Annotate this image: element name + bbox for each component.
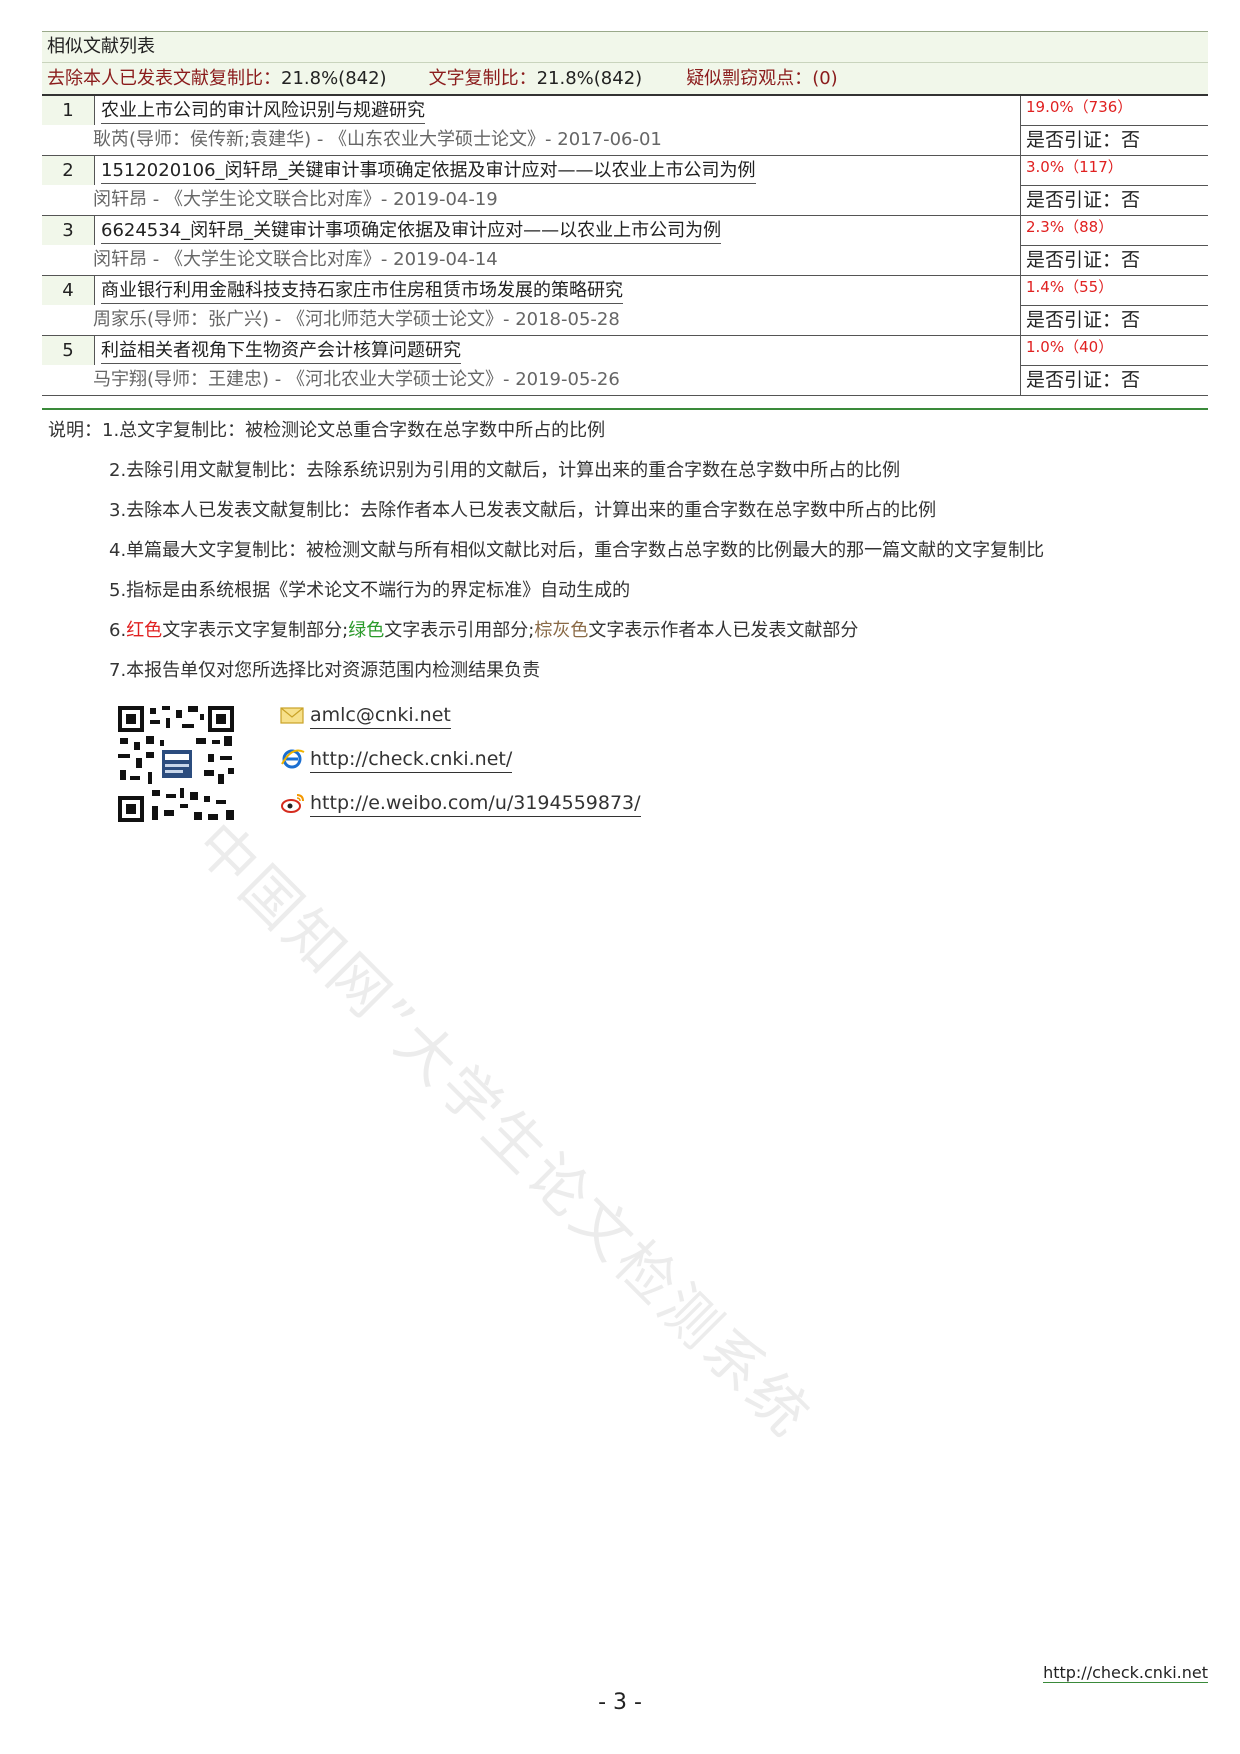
note-6-c: 文字表示作者本人已发表文献部分	[588, 620, 859, 641]
entry-percent: 1.0%（40）	[1020, 336, 1208, 365]
text-copy-value: 21.8%(842)	[536, 68, 643, 89]
note-4: 4.单篇最大文字复制比：被检测文献与所有相似文献比对后，重合字数占总字数的比例最…	[109, 540, 1045, 561]
entry-meta: 马宇翔(导师：王建忠) - 《河北农业大学硕士论文》- 2019-05-26	[93, 369, 620, 390]
excl-self-label: 去除本人已发表文献复制比：	[47, 68, 281, 89]
entry-title-link[interactable]: 利益相关者视角下生物资产会计核算问题研究	[101, 340, 461, 364]
section-divider	[42, 408, 1208, 410]
list-item: 4 商业银行利用金融科技支持石家庄市住房租赁市场发展的策略研究 1.4%（55）…	[42, 276, 1208, 336]
excl-self-value: 21.8%(842)	[281, 68, 387, 89]
entry-percent: 2.3%（88）	[1020, 216, 1208, 245]
note-6-brown: 棕灰色	[534, 620, 589, 641]
note-6-b: 文字表示引用部分;	[384, 620, 535, 641]
note-6: 6.红色文字表示文字复制部分;绿色文字表示引用部分;棕灰色文字表示作者本人已发表…	[42, 618, 1208, 658]
footer-url-link[interactable]: http://check.cnki.net	[1043, 1663, 1208, 1683]
stats-bar: 去除本人已发表文献复制比：21.8%(842)文字复制比：21.8%(842)疑…	[42, 62, 1208, 94]
entry-number: 3	[42, 216, 95, 245]
weibo-icon	[281, 794, 304, 813]
similar-literature-heading: 相似文献列表	[42, 31, 1208, 62]
watermark: 中国知网”大学生论文检测系统	[182, 809, 825, 1452]
mail-icon	[280, 707, 304, 724]
entry-cite-status: 是否引证：否	[1020, 185, 1208, 215]
note-7: 7.本报告单仅对您所选择比对资源范围内检测结果负责	[109, 660, 541, 681]
note-6-green: 绿色	[348, 620, 385, 641]
list-item: 5 利益相关者视角下生物资产会计核算问题研究 1.0%（40） 马宇翔(导师：王…	[42, 336, 1208, 396]
entry-cite-status: 是否引证：否	[1020, 245, 1208, 275]
entry-number: 2	[42, 156, 95, 185]
entry-title-link[interactable]: 农业上市公司的审计风险识别与规避研究	[101, 100, 425, 124]
entry-cite-status: 是否引证：否	[1020, 365, 1208, 395]
email-link[interactable]: amlc@cnki.net	[310, 704, 451, 729]
list-item: 2 1512020106_闵轩昂_关键审计事项确定依据及审计应对——以农业上市公…	[42, 156, 1208, 216]
page-number: - 3 -	[598, 1690, 642, 1715]
note-6-prefix: 6.	[109, 620, 127, 641]
ie-browser-icon	[281, 749, 305, 769]
website-link[interactable]: http://check.cnki.net/	[310, 748, 513, 773]
entry-meta: 闵轩昂 - 《大学生论文联合比对库》- 2019-04-19	[93, 189, 498, 210]
contact-links: amlc@cnki.net http://check.cnki.net/ htt…	[280, 704, 641, 836]
entry-meta: 周家乐(导师：张广兴) - 《河北师范大学硕士论文》- 2018-05-28	[93, 309, 620, 330]
website-row: http://check.cnki.net/	[280, 748, 641, 792]
weibo-link[interactable]: http://e.weibo.com/u/3194559873/	[310, 792, 641, 817]
entry-number: 4	[42, 276, 95, 305]
note-2: 2.去除引用文献复制比：去除系统识别为引用的文献后，计算出来的重合字数在总字数中…	[109, 460, 901, 481]
note-6-a: 文字表示文字复制部分;	[162, 620, 349, 641]
plagiarism-value: (0)	[812, 68, 838, 89]
entry-cite-status: 是否引证：否	[1020, 305, 1208, 335]
list-item: 1 农业上市公司的审计风险识别与规避研究 19.0%（736） 耿芮(导师：侯传…	[42, 96, 1208, 156]
note-1: 说明：1.总文字复制比：被检测论文总重合字数在总字数中所占的比例	[48, 420, 606, 441]
report-page: 相似文献列表 去除本人已发表文献复制比：21.8%(842)文字复制比：21.8…	[42, 31, 1208, 698]
note-3: 3.去除本人已发表文献复制比：去除作者本人已发表文献后，计算出来的重合字数在总字…	[109, 500, 937, 521]
entry-number: 1	[42, 96, 95, 125]
entry-meta: 闵轩昂 - 《大学生论文联合比对库》- 2019-04-14	[93, 249, 498, 270]
plagiarism-label: 疑似剽窃观点：	[686, 68, 813, 89]
list-item: 3 6624534_闵轩昂_关键审计事项确定依据及审计应对——以农业上市公司为例…	[42, 216, 1208, 276]
entry-title-link[interactable]: 商业银行利用金融科技支持石家庄市住房租赁市场发展的策略研究	[101, 280, 623, 304]
note-6-red: 红色	[126, 620, 163, 641]
entry-percent: 1.4%（55）	[1020, 276, 1208, 305]
note-5: 5.指标是由系统根据《学术论文不端行为的界定标准》自动生成的	[109, 580, 631, 601]
entry-title-link[interactable]: 1512020106_闵轩昂_关键审计事项确定依据及审计应对——以农业上市公司为…	[101, 160, 756, 184]
similar-literature-list: 1 农业上市公司的审计风险识别与规避研究 19.0%（736） 耿芮(导师：侯传…	[42, 94, 1208, 396]
qr-code-icon	[116, 704, 236, 824]
entry-percent: 3.0%（117）	[1020, 156, 1208, 185]
entry-title-link[interactable]: 6624534_闵轩昂_关键审计事项确定依据及审计应对——以农业上市公司为例	[101, 220, 722, 244]
entry-meta: 耿芮(导师：侯传新;袁建华) - 《山东农业大学硕士论文》- 2017-06-0…	[93, 129, 662, 150]
entry-cite-status: 是否引证：否	[1020, 125, 1208, 155]
email-row: amlc@cnki.net	[280, 704, 641, 748]
weibo-row: http://e.weibo.com/u/3194559873/	[280, 792, 641, 836]
contact-section: amlc@cnki.net http://check.cnki.net/ htt…	[116, 704, 816, 834]
explanation-notes: 说明：1.总文字复制比：被检测论文总重合字数在总字数中所占的比例 2.去除引用文…	[42, 418, 1208, 698]
entry-number: 5	[42, 336, 95, 365]
text-copy-label: 文字复制比：	[428, 68, 537, 89]
entry-percent: 19.0%（736）	[1020, 96, 1208, 125]
